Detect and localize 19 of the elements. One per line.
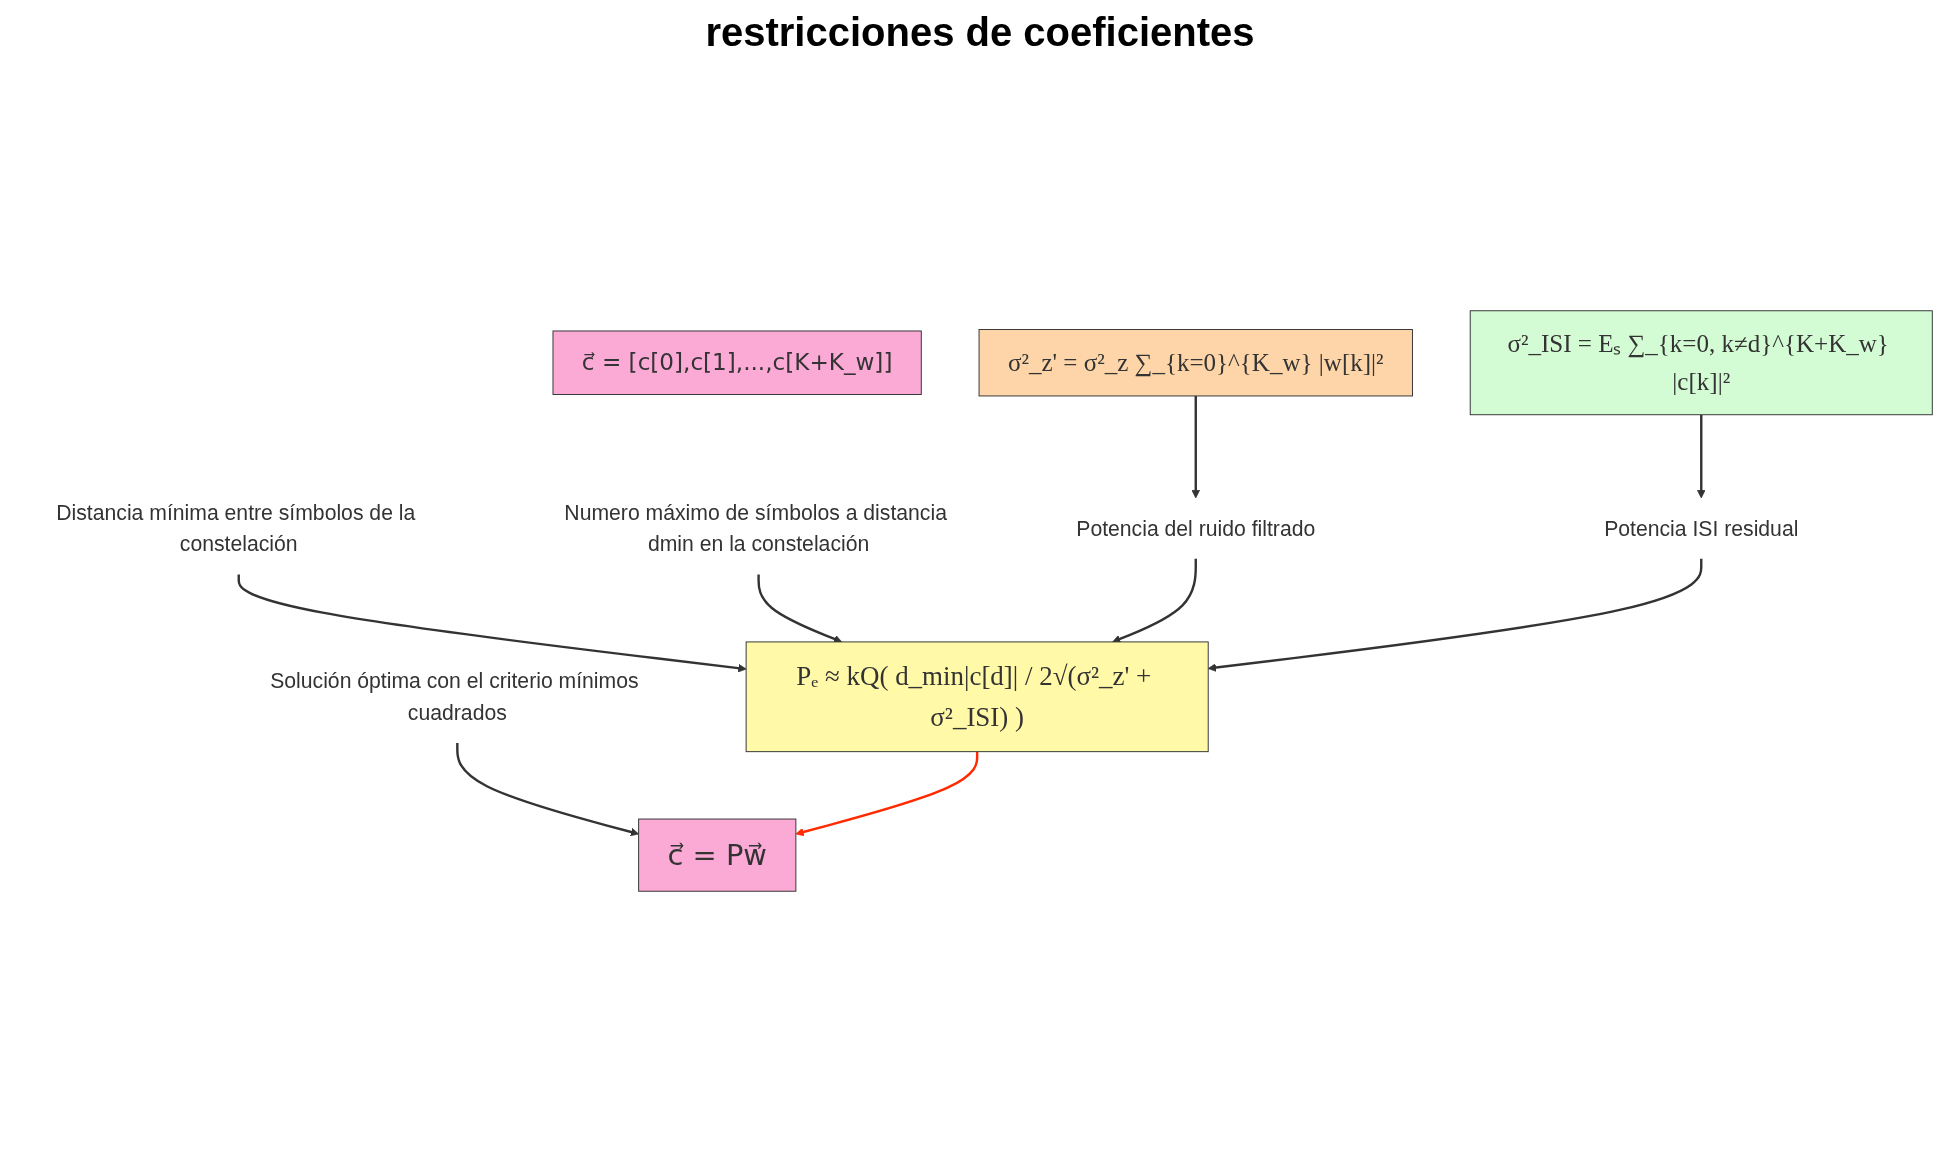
node-text: Numero máximo de símbolos a distancia dmin en la constelación bbox=[564, 500, 947, 557]
node-text: Solución óptima con el criterio mínimos cuadrados bbox=[270, 668, 639, 725]
node-box: σ²_ISI = Eₛ ∑_{k=0, k≠d}^{K+K_w} |c[k]|² bbox=[1469, 310, 1933, 416]
node-box: c⃗ = Pw⃗ bbox=[638, 818, 797, 892]
node-box: Pₑ ≈ kQ( d_min|c[d]| / 2√(σ²_z' + σ²_ISI) ) bbox=[745, 641, 1209, 753]
node-box: c⃗ = [c[0],c[1],...,c[K+K_w]] bbox=[552, 330, 922, 395]
node-box: σ²_z' = σ²_z ∑_{k=0}^{K_w} |w[k]|² bbox=[978, 329, 1413, 397]
arrow bbox=[757, 574, 843, 643]
arrow bbox=[795, 751, 979, 837]
node-text: Potencia ISI residual bbox=[1604, 516, 1799, 541]
arrow bbox=[1697, 414, 1706, 499]
arrow bbox=[1207, 558, 1703, 672]
arrow bbox=[237, 574, 747, 673]
node-text: Potencia del ruido filtrado bbox=[1076, 516, 1316, 541]
arrow bbox=[456, 743, 639, 837]
arrow bbox=[1112, 558, 1197, 643]
arrow bbox=[1191, 395, 1200, 499]
diagram-title: restricciones de coeficientes bbox=[704, 10, 1256, 55]
node-text: Distancia mínima entre símbolos de la constelación bbox=[56, 500, 416, 557]
